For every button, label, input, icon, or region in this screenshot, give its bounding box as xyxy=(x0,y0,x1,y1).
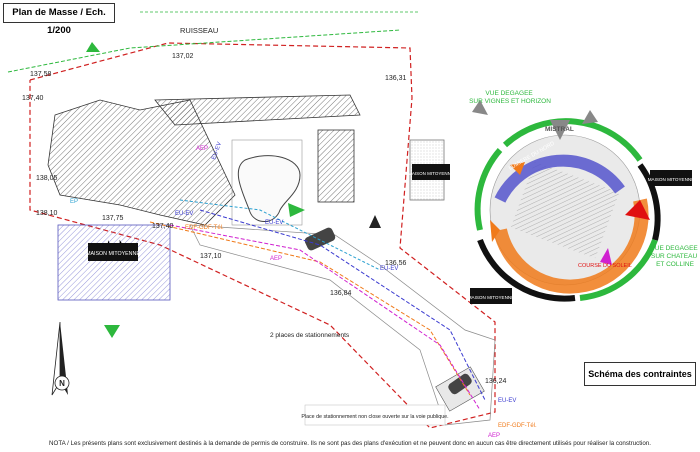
vue-vignes-label: VUE DEGAGEE SUR VIGNES ET HORIZON xyxy=(469,90,551,105)
car-2 xyxy=(448,373,472,395)
network-edf-1: EDF-GDF-Tél. xyxy=(185,225,224,231)
ruisseau-label: RUISSEAU xyxy=(180,26,218,35)
parking-label: 2 places de stationnements xyxy=(270,332,350,339)
house-roof-left xyxy=(47,99,236,226)
altitude-12: 136,24 xyxy=(485,378,507,385)
neighbor-left-label-text: MAISON MITOYENNE xyxy=(86,251,140,257)
altitude-5: 138,05 xyxy=(36,175,58,182)
compass: N xyxy=(51,321,70,396)
compass-letter: N xyxy=(59,379,65,388)
constraints-diagram: VUE DEGAGEE SUR VIGNES ET HORIZON MISTRA… xyxy=(468,90,699,304)
mistral-arrow xyxy=(550,120,570,140)
network-edf-2: EDF-GDF-Tél. xyxy=(498,423,537,429)
sun-course-arc xyxy=(493,198,649,294)
parking-open-label: Place de stationnement non close ouverte… xyxy=(301,414,448,420)
network-euev-2: EU-EV xyxy=(175,211,193,217)
maison-bottom-label: MAISON MITOYENNE xyxy=(468,295,515,300)
view-arrow-1 xyxy=(86,42,100,52)
access-arrow xyxy=(369,215,381,228)
altitude-7: 137,75 xyxy=(102,215,124,222)
altitude-10: 136,56 xyxy=(385,260,407,267)
black-arc-bottom xyxy=(477,238,576,302)
altitude-8: 137,40 xyxy=(152,223,174,230)
neighbor-right-label: MAISON MITOYENNE xyxy=(408,171,454,176)
network-ep-1: EP xyxy=(70,199,78,205)
house-roof-top xyxy=(154,94,361,126)
network-line-euev xyxy=(199,209,486,401)
green-arc-top xyxy=(502,118,643,162)
green-arc-bottom xyxy=(579,238,658,301)
north-light-arc xyxy=(494,154,625,203)
pool-deck xyxy=(231,139,303,226)
network-line-aep xyxy=(169,224,481,411)
driveway xyxy=(189,224,496,426)
network-aep-1: AEP xyxy=(196,146,208,152)
neighbor-house-left xyxy=(57,224,171,301)
pool xyxy=(237,155,301,222)
network-line-ep xyxy=(179,199,381,271)
constraints-title: Schéma des contraintes xyxy=(584,362,696,386)
altitude-4: 136,31 xyxy=(385,75,407,82)
mistral-label: MISTRAL xyxy=(545,126,574,133)
network-aep-2: AEP xyxy=(270,256,282,262)
disclaimer-note: NOTA / Les présents plans sont exclusive… xyxy=(49,440,651,447)
green-arc-left xyxy=(474,148,503,231)
network-aep-3: AEP xyxy=(488,433,500,439)
altitude-1: 137,58 xyxy=(30,71,52,78)
car-1 xyxy=(304,227,336,251)
page-title: Plan de Masse / Ech. 1/200 xyxy=(3,3,115,36)
network-euev-3: EU-EV xyxy=(265,220,283,226)
altitude-2: 137,02 xyxy=(172,53,194,60)
house-roof-right xyxy=(317,129,355,203)
course-soleil-label: COURSE DU SOLEIL xyxy=(578,263,632,269)
altitude-3: 137,40 xyxy=(22,95,44,102)
altitude-11: 136,84 xyxy=(330,290,352,297)
maison-right-label: MAISON MITOYENNE xyxy=(648,177,695,182)
vue-chateau-label: VUE DEGAGEE SUR CHATEAU ET COLLINE xyxy=(650,245,699,268)
network-line-edf xyxy=(149,221,471,396)
network-euev-1: EU-EV xyxy=(211,141,223,160)
network-euev-5: EU-EV xyxy=(498,398,516,404)
view-arrow-3 xyxy=(104,325,120,338)
network-euev-4: EU-EV xyxy=(380,266,398,272)
altitude-9: 137,10 xyxy=(200,253,222,260)
altitude-6: 138,10 xyxy=(36,210,58,217)
view-arrow-2 xyxy=(288,203,305,217)
black-arc-right xyxy=(637,163,661,241)
